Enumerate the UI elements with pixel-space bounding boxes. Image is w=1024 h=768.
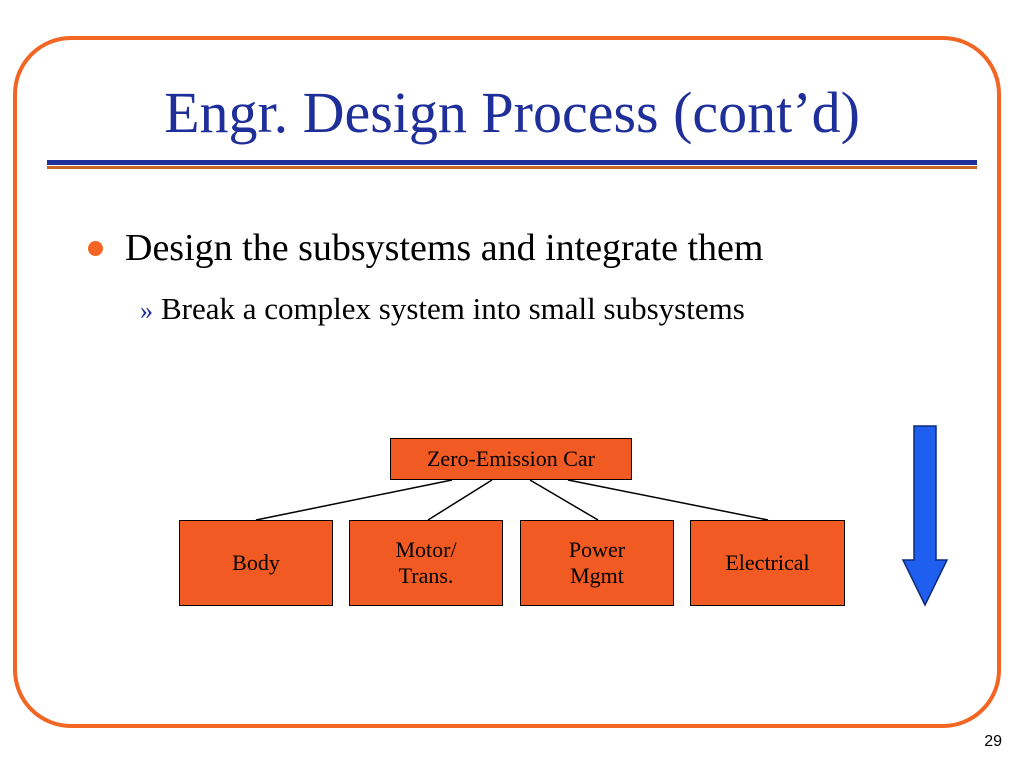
- root-box: Zero-Emission Car: [390, 438, 632, 480]
- connector-motor: [427, 479, 493, 521]
- connector-body: [255, 479, 453, 521]
- sub-bullet-text: Break a complex system into small subsys…: [161, 291, 745, 326]
- connector-electrical: [567, 479, 769, 521]
- child-box-power: Power Mgmt: [520, 520, 674, 606]
- sub-bullet-marker: »: [140, 296, 153, 325]
- child-box-electrical: Electrical: [690, 520, 845, 606]
- bullet-text: Design the subsystems and integrate them: [125, 227, 764, 269]
- slide-title: Engr. Design Process (cont’d): [164, 80, 860, 145]
- down-arrow-icon: [901, 425, 949, 607]
- title-rule-orange: [47, 166, 977, 169]
- bullet-item: Design the subsystems and integrate them: [88, 226, 764, 270]
- child-box-body: Body: [179, 520, 333, 606]
- sub-bullet-item: » Break a complex system into small subs…: [140, 290, 745, 328]
- page-number: 29: [984, 733, 1002, 750]
- connector-power: [529, 479, 599, 521]
- slide-frame: [13, 36, 1001, 728]
- bullet-dot-icon: [88, 240, 103, 256]
- child-box-motor: Motor/ Trans.: [349, 520, 503, 606]
- title-rule-blue: [47, 160, 977, 165]
